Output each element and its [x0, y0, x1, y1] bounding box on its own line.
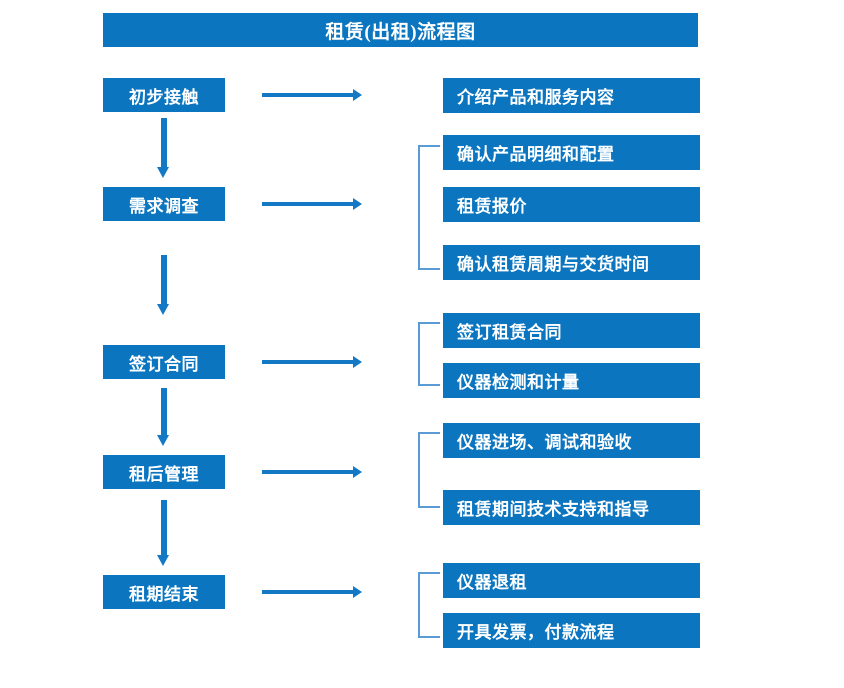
arrow-shaft: [262, 470, 353, 474]
arrow-shaft: [262, 590, 353, 594]
detail-box-sign-contract-0[interactable]: 签订租赁合同: [443, 313, 700, 348]
detail-box-needs-survey-0[interactable]: 确认产品明细和配置: [443, 135, 700, 170]
group-bracket-needs-survey: [418, 145, 440, 270]
detail-box-initial-contact-0[interactable]: 介绍产品和服务内容: [443, 78, 700, 113]
stage-box-initial-contact[interactable]: 初步接触: [103, 78, 225, 112]
detail-box-post-rental-1[interactable]: 租赁期间技术支持和指导: [443, 490, 700, 525]
arrow-head: [353, 586, 362, 598]
arrow-shaft: [262, 202, 353, 206]
detail-box-needs-survey-2[interactable]: 确认租赁周期与交货时间: [443, 245, 700, 280]
group-bracket-lease-end: [418, 572, 440, 638]
detail-box-lease-end-1[interactable]: 开具发票，付款流程: [443, 613, 700, 648]
arrow-head: [353, 356, 362, 368]
stage-box-needs-survey[interactable]: 需求调查: [103, 187, 225, 221]
arrow-shaft: [262, 93, 353, 97]
group-bracket-post-rental-management: [418, 432, 440, 508]
arrow-right-initial-contact: [262, 89, 362, 101]
arrow-head: [353, 198, 362, 210]
arrow-head: [157, 435, 169, 446]
arrow-head: [157, 167, 169, 178]
arrow-down-initial-contact-to-needs-survey: [157, 118, 170, 178]
detail-box-sign-contract-1[interactable]: 仪器检测和计量: [443, 363, 700, 398]
arrow-shaft: [161, 255, 167, 304]
arrow-down-needs-survey-to-sign-contract: [157, 255, 170, 315]
stage-box-post-rental-management[interactable]: 租后管理: [103, 455, 225, 489]
stage-box-lease-end[interactable]: 租期结束: [103, 575, 225, 609]
arrow-shaft: [262, 360, 353, 364]
stage-box-sign-contract[interactable]: 签订合同: [103, 345, 225, 379]
arrow-right-post-rental-management: [262, 466, 362, 478]
arrow-down-sign-contract-to-post-rental: [157, 388, 170, 446]
arrow-right-sign-contract: [262, 356, 362, 368]
arrow-right-lease-end: [262, 586, 362, 598]
arrow-right-needs-survey: [262, 198, 362, 210]
arrow-shaft: [161, 500, 167, 555]
arrow-head: [353, 89, 362, 101]
page-title: 租赁(出租)流程图: [103, 13, 698, 47]
arrow-head: [353, 466, 362, 478]
arrow-head: [157, 304, 169, 315]
detail-box-post-rental-0[interactable]: 仪器进场、调试和验收: [443, 423, 700, 458]
detail-box-needs-survey-1[interactable]: 租赁报价: [443, 187, 700, 222]
group-bracket-sign-contract: [418, 322, 440, 386]
detail-box-lease-end-0[interactable]: 仪器退租: [443, 563, 700, 598]
arrow-shaft: [161, 388, 167, 435]
arrow-down-post-rental-to-lease-end: [157, 500, 170, 566]
arrow-head: [157, 555, 169, 566]
arrow-shaft: [161, 118, 167, 167]
